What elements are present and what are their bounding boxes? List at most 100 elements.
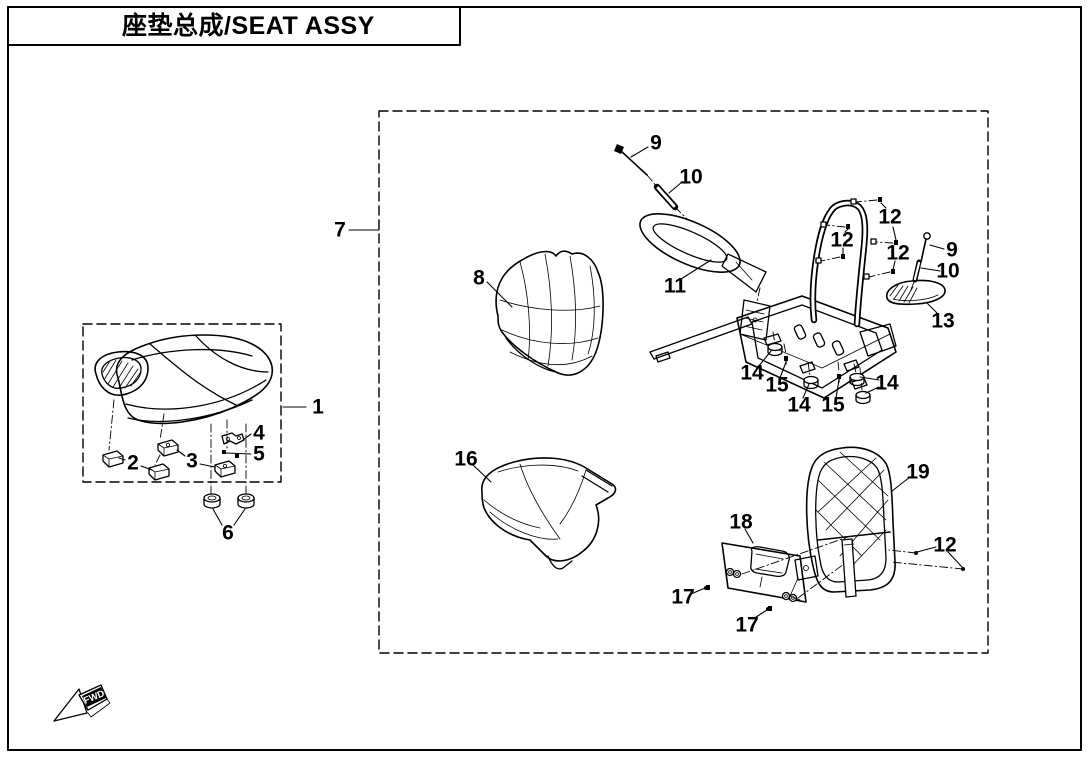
leader-line <box>802 383 810 399</box>
callout-9: 9 <box>946 239 958 262</box>
screws-12 <box>820 197 898 278</box>
leader-dot <box>914 551 918 555</box>
leader-line <box>865 386 880 394</box>
leader-line <box>835 379 840 399</box>
leader-line <box>891 476 911 492</box>
page-title: 座垫总成/SEAT ASSY <box>122 11 375 40</box>
callout-14: 14 <box>875 372 899 395</box>
leader-line <box>225 452 252 455</box>
backrest-hoop <box>809 198 877 328</box>
leader-line <box>926 302 939 315</box>
leader-dot <box>961 567 965 571</box>
callout-12: 12 <box>830 229 853 252</box>
callout-12: 12 <box>933 534 956 557</box>
main-group-box <box>378 110 989 654</box>
seat-group-box <box>82 323 282 483</box>
callout-10: 10 <box>936 260 959 283</box>
leader-line <box>892 226 897 241</box>
callout-8: 8 <box>473 267 485 290</box>
axis-line <box>890 561 964 570</box>
leader-line <box>920 267 941 272</box>
grommet-6b <box>237 493 255 509</box>
grommet-14a <box>767 342 783 357</box>
callout-3: 3 <box>186 450 198 473</box>
backrest-cushion-8 <box>495 250 604 376</box>
seat-cushion-1 <box>94 334 274 425</box>
fwd-arrow: FWD <box>53 684 111 722</box>
grommet-6a <box>203 493 221 509</box>
grommet-14c <box>849 372 865 387</box>
damper-2a <box>102 450 124 468</box>
page-border <box>7 6 1082 751</box>
leader-line <box>916 546 937 553</box>
axis-line <box>888 549 917 554</box>
seat-assembly-axes <box>108 399 247 496</box>
leader-line <box>472 464 492 483</box>
callout-6: 6 <box>222 522 234 545</box>
title-box <box>7 6 461 46</box>
leader-line <box>744 528 754 544</box>
callout-13: 13 <box>931 310 954 333</box>
leader-line <box>690 587 706 595</box>
armrest-13 <box>886 279 946 306</box>
leader-line <box>242 433 252 441</box>
callout-7: 7 <box>334 219 346 242</box>
callout-4: 4 <box>253 422 265 445</box>
sleeve-10-right <box>909 259 922 293</box>
callout-17: 17 <box>735 614 758 637</box>
seat-base-cover-16 <box>481 457 617 570</box>
callout-5: 5 <box>253 443 265 466</box>
front-panel-18 <box>721 536 853 603</box>
leader-line <box>880 202 887 209</box>
leader-line <box>779 361 787 379</box>
callout-15: 15 <box>765 374 789 397</box>
sleeve-10-left <box>653 183 679 211</box>
screws-17 <box>706 585 772 611</box>
leader-line <box>680 259 712 280</box>
leader-line <box>199 463 216 468</box>
damper-3a <box>157 439 179 457</box>
bolt-9-left <box>614 144 648 176</box>
leader-line <box>929 244 945 250</box>
leader-line <box>752 609 768 620</box>
backrest-frame-19 <box>789 446 896 601</box>
grommet-14d <box>855 390 871 405</box>
bolt-9-right <box>920 232 931 263</box>
grab-handle-11 <box>639 213 767 303</box>
leader-dot <box>766 607 770 611</box>
leader-line <box>233 508 246 526</box>
callout-9: 9 <box>650 132 662 155</box>
seat-frame <box>649 295 897 399</box>
callout-12: 12 <box>878 206 901 229</box>
callout-12: 12 <box>886 242 909 265</box>
leader-line <box>118 457 126 461</box>
callout-1: 1 <box>312 396 324 419</box>
grommet-14b <box>803 375 819 390</box>
leader-line <box>630 146 649 158</box>
leader-line <box>176 449 186 457</box>
leader-line <box>947 551 964 569</box>
leader-dot <box>704 586 708 590</box>
damper-3b <box>214 460 236 478</box>
leader-line <box>892 260 896 271</box>
leader-line <box>757 350 772 368</box>
callout-14: 14 <box>740 362 764 385</box>
callout-11: 11 <box>664 275 687 298</box>
callout-14: 14 <box>787 394 811 417</box>
axis-9-10 <box>646 174 658 188</box>
leader-line <box>212 508 223 526</box>
leader-line <box>859 376 880 381</box>
callout-15: 15 <box>821 394 845 417</box>
callout-18: 18 <box>729 511 753 534</box>
leader-line <box>140 465 153 471</box>
screws-5 <box>222 450 239 458</box>
leader-line <box>844 228 849 233</box>
callout-16: 16 <box>454 448 477 471</box>
leader-line <box>668 181 683 194</box>
damper-2b <box>148 463 170 481</box>
leader-line <box>486 281 513 308</box>
callout-19: 19 <box>906 461 929 484</box>
